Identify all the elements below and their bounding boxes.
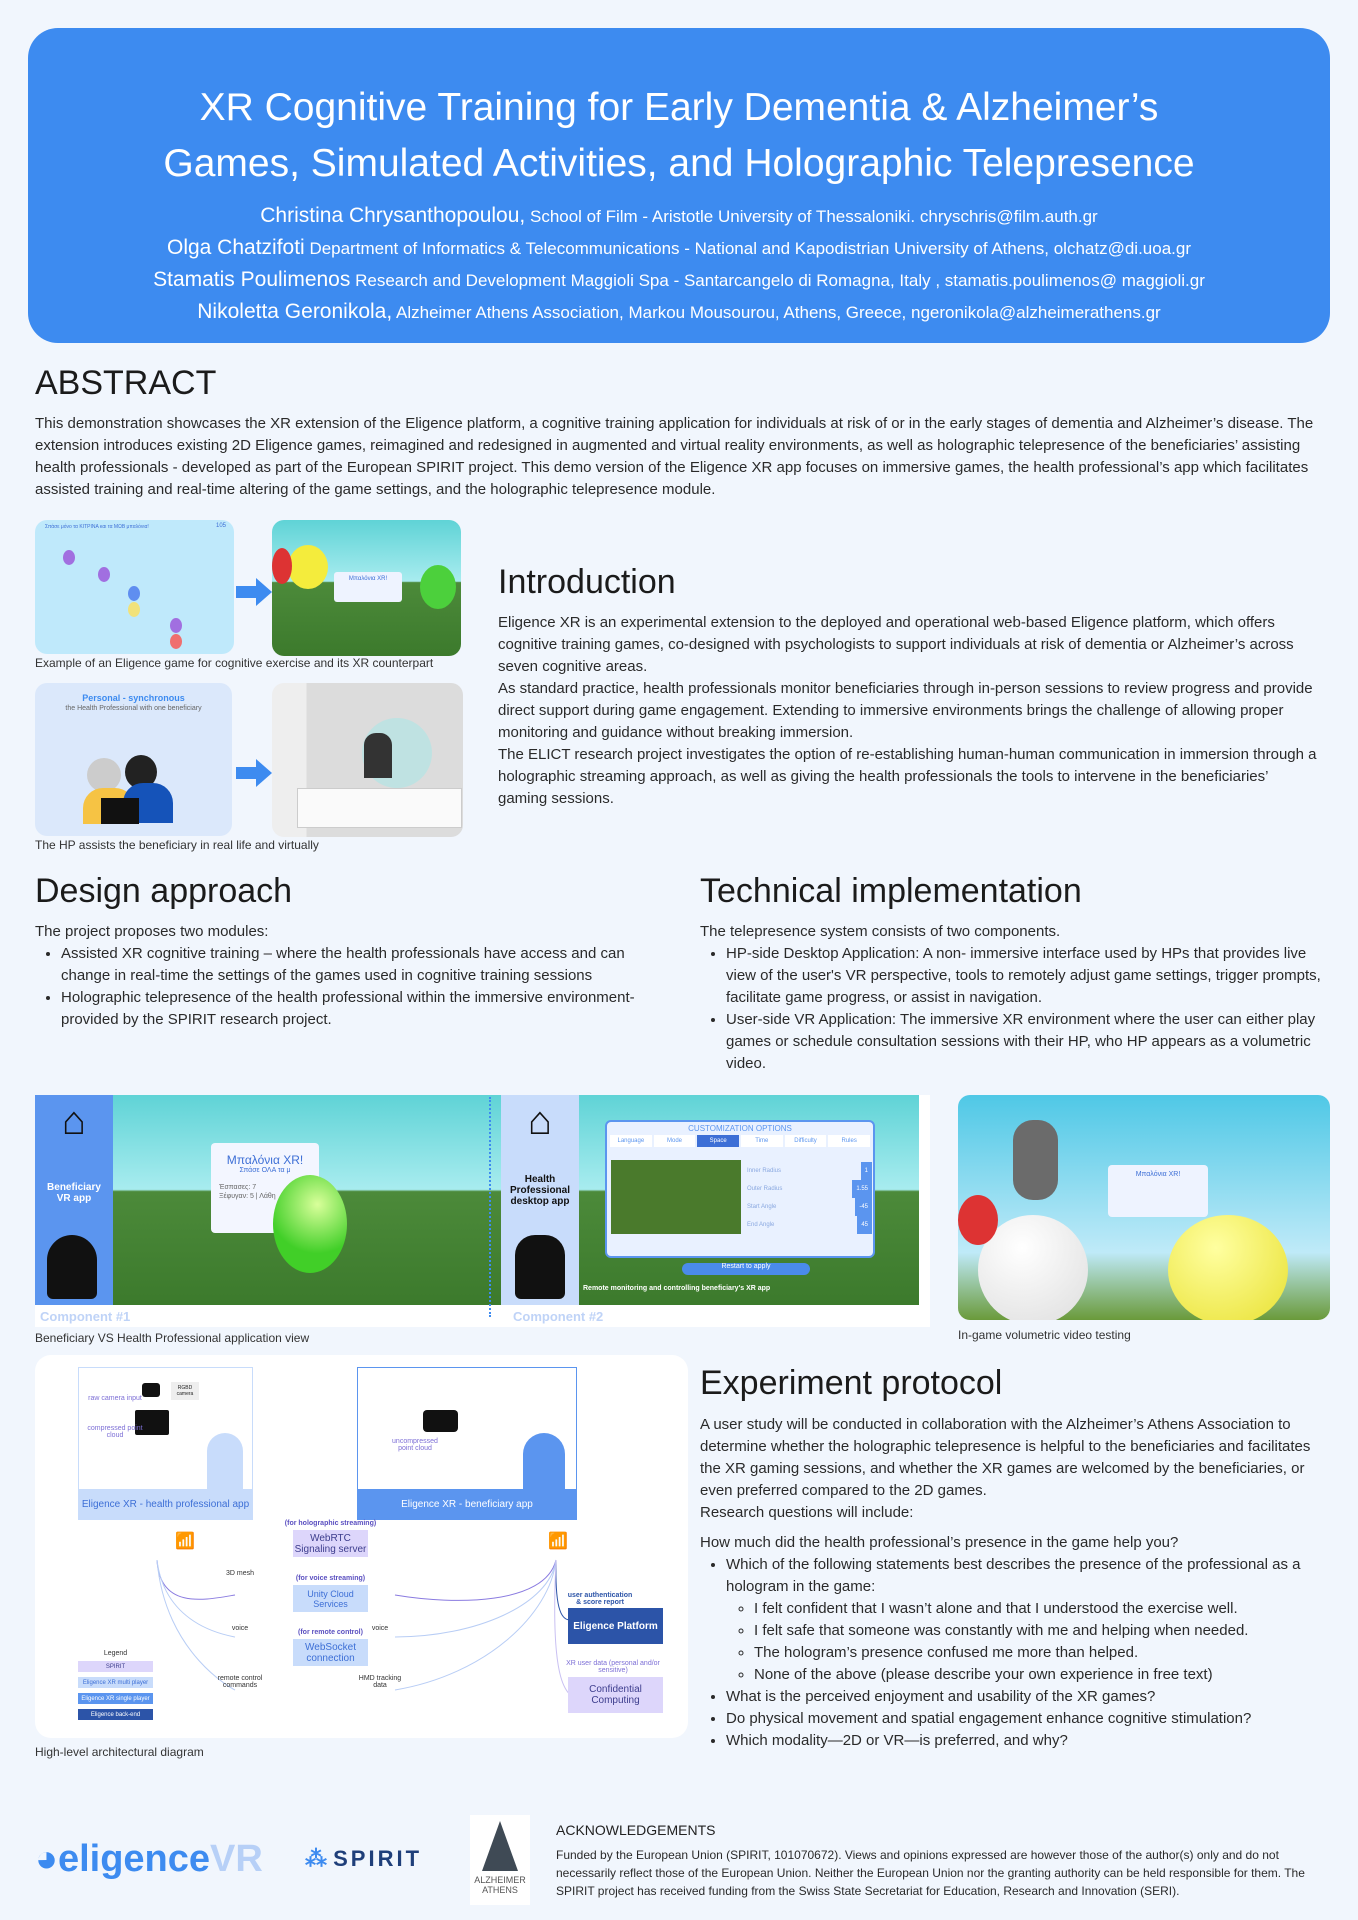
introduction-heading: Introduction	[498, 563, 676, 601]
xr-game-image: Μπαλόνια XR!	[272, 520, 461, 656]
ack-text: Funded by the European Union (SPIRIT, 10…	[556, 1848, 1305, 1898]
list-item: I felt confident that I wasn’t alone and…	[754, 1598, 1330, 1620]
list-item: What is the perceived enjoyment and usab…	[726, 1686, 1330, 1708]
technical-heading: Technical implementation	[700, 872, 1082, 910]
list-item: Assisted XR cognitive training – where t…	[61, 943, 655, 987]
unity-note: (for voice streaming)	[295, 1575, 366, 1582]
wifi-icon: 📶	[548, 1533, 568, 1550]
list-item: Do physical movement and spatial engagem…	[726, 1708, 1330, 1730]
home-icon: ⌂	[61, 1099, 87, 1143]
components-figure: ⌂ Beneficiary VR app Μπαλόνια XR!Σπάσε Ο…	[35, 1095, 930, 1327]
tab-space[interactable]: Space	[697, 1135, 740, 1147]
author: Christina Chrysanthopoulou, School of Fi…	[260, 204, 1098, 227]
tab-language[interactable]: Language	[610, 1135, 652, 1147]
research-question: How much did the health professional’s p…	[700, 1534, 1179, 1551]
spirit-logo: ⁂ SPIRIT	[305, 1846, 423, 1871]
arrow-icon	[256, 759, 272, 787]
list-item: Which of the following statements best d…	[726, 1554, 1330, 1686]
experiment-heading: Experiment protocol	[700, 1364, 1003, 1402]
intro-paragraph: As standard practice, health professiona…	[498, 680, 1313, 741]
architecture-diagram: Eligence XR - health professional app RG…	[35, 1355, 688, 1738]
tab-difficulty[interactable]: Difficulty	[784, 1135, 827, 1147]
list-item: HP-side Desktop Application: A non- imme…	[726, 943, 1335, 1009]
list-item: I felt safe that someone was constantly …	[754, 1620, 1330, 1642]
vr-app-screenshot: Μπαλόνια XR!Σπάσε ΟΛΑ τα μ Έσπασες: 7 Ξέ…	[113, 1095, 509, 1305]
list-item: User-side VR Application: The immersive …	[726, 1009, 1335, 1075]
abstract-text: This demonstration showcases the XR exte…	[35, 415, 1314, 498]
experiment-rq: Research questions will include:	[700, 1504, 914, 1521]
hp-illustration: Personal - synchronous the Health Profes…	[35, 683, 232, 836]
game-caption: Example of an Eligence game for cognitiv…	[35, 656, 434, 670]
param-row: Start Angle-45	[747, 1198, 872, 1216]
author: Stamatis Poulimenos Research and Develop…	[153, 268, 1205, 291]
poster-header: XR Cognitive Training for Early Dementia…	[28, 28, 1330, 343]
2d-game-image: Σπάσε μόνο τα ΚΙΤΡΙΝΑ και τα ΜΩΒ μπαλόνι…	[35, 520, 234, 654]
poster-title: XR Cognitive Training for Early Dementia…	[163, 86, 1195, 185]
volumetric-caption: In-game volumetric video testing	[958, 1328, 1131, 1342]
design-intro: The project proposes two modules:	[35, 923, 269, 940]
author: Nikoletta Geronikola, Alzheimer Athens A…	[197, 300, 1161, 323]
intro-paragraph: The ELICT research project investigates …	[498, 746, 1317, 807]
components-caption: Beneficiary VS Health Professional appli…	[35, 1331, 310, 1345]
doctor-icon	[515, 1235, 565, 1299]
list-item: Which modality—2D or VR—is preferred, an…	[726, 1730, 1330, 1752]
vr-headset-icon	[423, 1410, 458, 1432]
volumetric-video-image: Μπαλόνια XR!	[958, 1095, 1330, 1320]
camera-icon	[142, 1383, 160, 1397]
list-item: Holographic telepresence of the health p…	[61, 987, 655, 1031]
diagram-caption: High-level architectural diagram	[35, 1745, 204, 1759]
hp-app-screenshot: CUSTOMIZATION OPTIONS Language Mode Spac…	[579, 1095, 919, 1305]
clinic-icon: ⌂	[527, 1099, 553, 1143]
tab-rules[interactable]: Rules	[828, 1135, 871, 1147]
design-heading: Design approach	[35, 872, 293, 910]
webrtc-note: (for holographic streaming)	[284, 1520, 377, 1527]
experiment-intro: A user study will be conducted in collab…	[700, 1416, 1311, 1499]
tab-time[interactable]: Time	[741, 1135, 783, 1147]
ack-heading: ACKNOWLEDGEMENTS	[556, 1822, 716, 1838]
technical-intro: The telepresence system consists of two …	[700, 923, 1061, 940]
user-icon	[523, 1433, 565, 1489]
connection-lines	[156, 1559, 586, 1701]
monitor-icon	[135, 1410, 169, 1435]
list-item: None of the above (please describe your …	[754, 1664, 1330, 1686]
ws-note: (for remote control)	[298, 1629, 363, 1636]
abstract-heading: ABSTRACT	[35, 364, 217, 402]
doctor-icon	[207, 1433, 243, 1489]
restart-button[interactable]: Restart to apply	[682, 1263, 810, 1275]
author: Olga Chatzifoti Department of Informatic…	[166, 236, 1191, 259]
tab-mode[interactable]: Mode	[653, 1135, 696, 1147]
wifi-icon: 📶	[175, 1533, 195, 1550]
arrow-icon	[256, 578, 272, 606]
eligence-vr-logo: ◕eligenceVR	[35, 1838, 263, 1880]
list-item: The hologram’s presence confused me more…	[754, 1642, 1330, 1664]
intro-paragraph: Eligence XR is an experimental extension…	[498, 614, 1294, 675]
hp-caption: The HP assists the beneficiary in real l…	[35, 838, 319, 852]
hologram-room-photo	[272, 683, 463, 837]
vr-user-icon	[47, 1235, 97, 1299]
